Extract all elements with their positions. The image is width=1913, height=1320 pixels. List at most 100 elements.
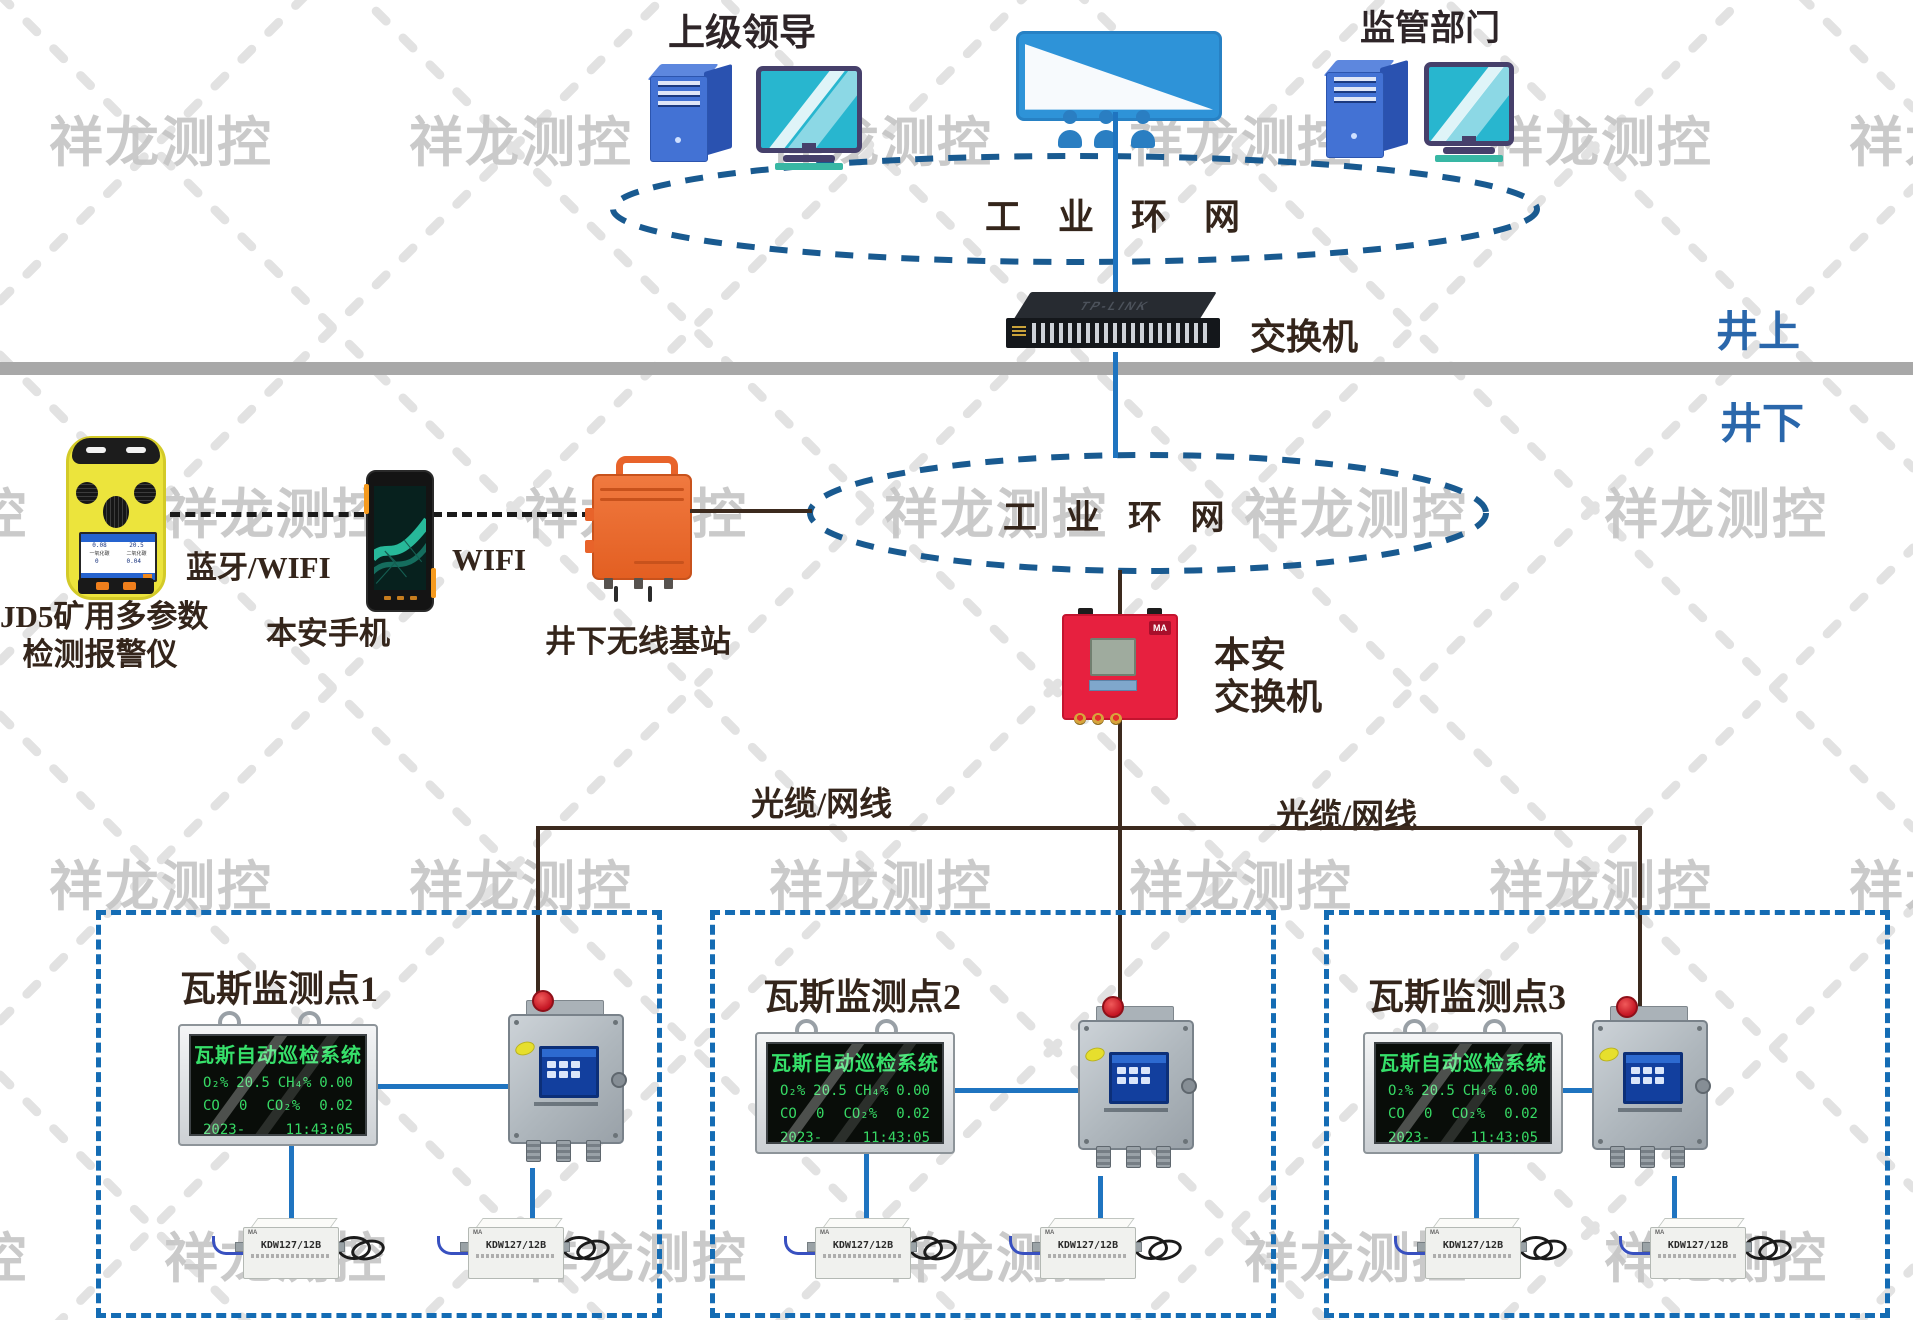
lattice-line — [774, 183, 1913, 1320]
display-header: 瓦斯自动巡检系统 — [1379, 1053, 1547, 1075]
gas-label: CO — [780, 1106, 797, 1122]
display-to-power-line-1 — [289, 1146, 294, 1220]
surface-ring-label: 工 业 环 网 — [985, 197, 1255, 237]
cable-label-left: 光缆/网线 — [751, 787, 893, 823]
watermark-text: 祥龙测控 — [409, 113, 633, 173]
monitoring-title-2: 瓦斯监测点2 — [763, 977, 962, 1017]
gas-label: O₂% — [780, 1083, 806, 1099]
power-box-model: KDW127/12B — [1667, 1240, 1729, 1251]
regulator-monitor-icon — [1424, 62, 1514, 162]
ma-badge: MA — [820, 1230, 830, 1236]
gas-value: 0.00 — [1504, 1083, 1538, 1099]
power-supply-box: MA KDW127/12B — [212, 1218, 371, 1280]
power-supply-box: MA KDW127/12B — [1009, 1218, 1168, 1280]
wifi-link-label: WIFI — [452, 542, 527, 577]
inspection-device-2 — [1078, 996, 1197, 1178]
trunk-drop-1 — [536, 826, 540, 1004]
trunk-drop-3 — [1638, 826, 1642, 1008]
cable-trunk-line — [536, 826, 1642, 830]
control-center-screen-icon — [1016, 31, 1222, 121]
monitoring-title-1: 瓦斯监测点1 — [180, 969, 379, 1009]
ia-switch-icon: MA — [1062, 608, 1178, 725]
watermark-text: 祥龙测控 — [1489, 113, 1713, 173]
led-display-2: 瓦斯自动巡检系统 O₂% 20.5 CH₄% 0.00 CO 0 CO₂% 0.… — [755, 1019, 955, 1154]
power-box-model: KDW127/12B — [1442, 1240, 1504, 1251]
display-time: 11:43:05 — [1470, 1130, 1538, 1144]
detector-label-line1: JD5矿用多参数 — [0, 599, 209, 634]
detector-gas-label: 一氧化碳 — [89, 551, 110, 557]
power-box-model: KDW127/12B — [1057, 1240, 1119, 1251]
gas-value: 0 — [815, 1106, 825, 1122]
phone-label: 本安手机 — [266, 616, 390, 651]
detector-value: 20.5 — [129, 542, 144, 549]
watermark-text: 祥龙测控 — [49, 857, 273, 917]
gas-label: CH₄% — [854, 1083, 889, 1099]
ia-switch-label: 本安 交换机 — [1214, 634, 1322, 718]
ma-badge: MA — [473, 1230, 483, 1236]
gas-value: 0.02 — [896, 1106, 930, 1122]
bluetooth-link-label: 蓝牙/WIFI — [186, 550, 331, 585]
phone-wallpaper — [374, 517, 426, 584]
led-display-3: 瓦斯自动巡检系统 O₂% 20.5 CH₄% 0.00 CO 0 CO₂% 0.… — [1363, 1019, 1563, 1154]
gas-value: 0.02 — [1504, 1106, 1538, 1122]
wireless-base-station-icon — [585, 456, 692, 602]
monitoring-zone-2 — [710, 910, 1276, 1318]
surface-side-label: 井上 — [1716, 308, 1801, 355]
gas-label: CO₂% — [1451, 1106, 1486, 1122]
ma-badge: MA — [1045, 1230, 1055, 1236]
power-box-model: KDW127/12B — [485, 1240, 547, 1251]
inspection-device-1 — [508, 990, 627, 1172]
operators-icon — [1054, 110, 1164, 152]
display-time: 11:43:05 — [285, 1122, 353, 1136]
watermark-text: 祥龙测控 — [1489, 857, 1713, 917]
gas-value: 0.00 — [896, 1083, 930, 1099]
display-header: 瓦斯自动巡检系统 — [194, 1045, 362, 1067]
display-date: 2023-08-03 — [1388, 1130, 1431, 1144]
base-station-to-ring-line — [690, 509, 812, 513]
display-to-power-line-2 — [864, 1154, 869, 1220]
person-icon — [1056, 110, 1084, 150]
leader-monitor-icon — [756, 66, 862, 170]
emergency-button-icon — [1616, 996, 1638, 1018]
watermark-text: 祥龙测控 — [1129, 857, 1353, 917]
leader-server-icon — [647, 63, 736, 162]
underground-ring-ellipse — [807, 452, 1489, 574]
gas-label: CO — [1388, 1106, 1405, 1122]
wifi-link-line — [432, 512, 592, 517]
bluetooth-link-line — [170, 512, 364, 517]
device-to-power-line-1 — [530, 1168, 535, 1220]
person-icon — [1092, 110, 1120, 150]
display-to-device-line-3 — [1563, 1088, 1592, 1093]
device-to-power-line-3 — [1672, 1176, 1677, 1220]
led-display-1: 瓦斯自动巡检系统 O₂% 20.5 CH₄% 0.00 CO 0 CO₂% 0.… — [178, 1011, 378, 1146]
gas-value: 20.5 — [1421, 1083, 1455, 1099]
watermark-text: 祥龙测控 — [409, 857, 633, 917]
display-date: 2023-08-03 — [203, 1122, 246, 1136]
ma-badge: MA — [1149, 621, 1171, 635]
gas-label: CH₄% — [1462, 1083, 1497, 1099]
base-station-label: 井下无线基站 — [545, 624, 731, 659]
power-box-model: KDW127/12B — [260, 1240, 322, 1251]
monitoring-title-3: 瓦斯监测点3 — [1368, 977, 1567, 1017]
power-supply-box: MA KDW127/12B — [1394, 1218, 1553, 1280]
ia-switch-screen — [1090, 638, 1136, 676]
person-icon — [1129, 110, 1157, 150]
gas-value: 0 — [238, 1098, 248, 1114]
device-screen — [539, 1046, 599, 1098]
gas-value: 0.00 — [319, 1075, 353, 1091]
inspection-device-3 — [1592, 996, 1711, 1178]
gas-value: 20.5 — [236, 1075, 270, 1091]
device-screen — [1623, 1052, 1683, 1104]
gas-label: O₂% — [1388, 1083, 1414, 1099]
display-time: 11:43:05 — [862, 1130, 930, 1144]
power-supply-box: MA KDW127/12B — [784, 1218, 943, 1280]
power-supply-box: MA KDW127/12B — [1619, 1218, 1778, 1280]
device-to-power-line-2 — [1098, 1176, 1103, 1220]
detector-label-line2: 检测报警仪 — [22, 637, 178, 672]
power-supply-box: MA KDW127/12B — [437, 1218, 596, 1280]
ethernet-switch-icon: TP-LINK — [1006, 292, 1220, 352]
